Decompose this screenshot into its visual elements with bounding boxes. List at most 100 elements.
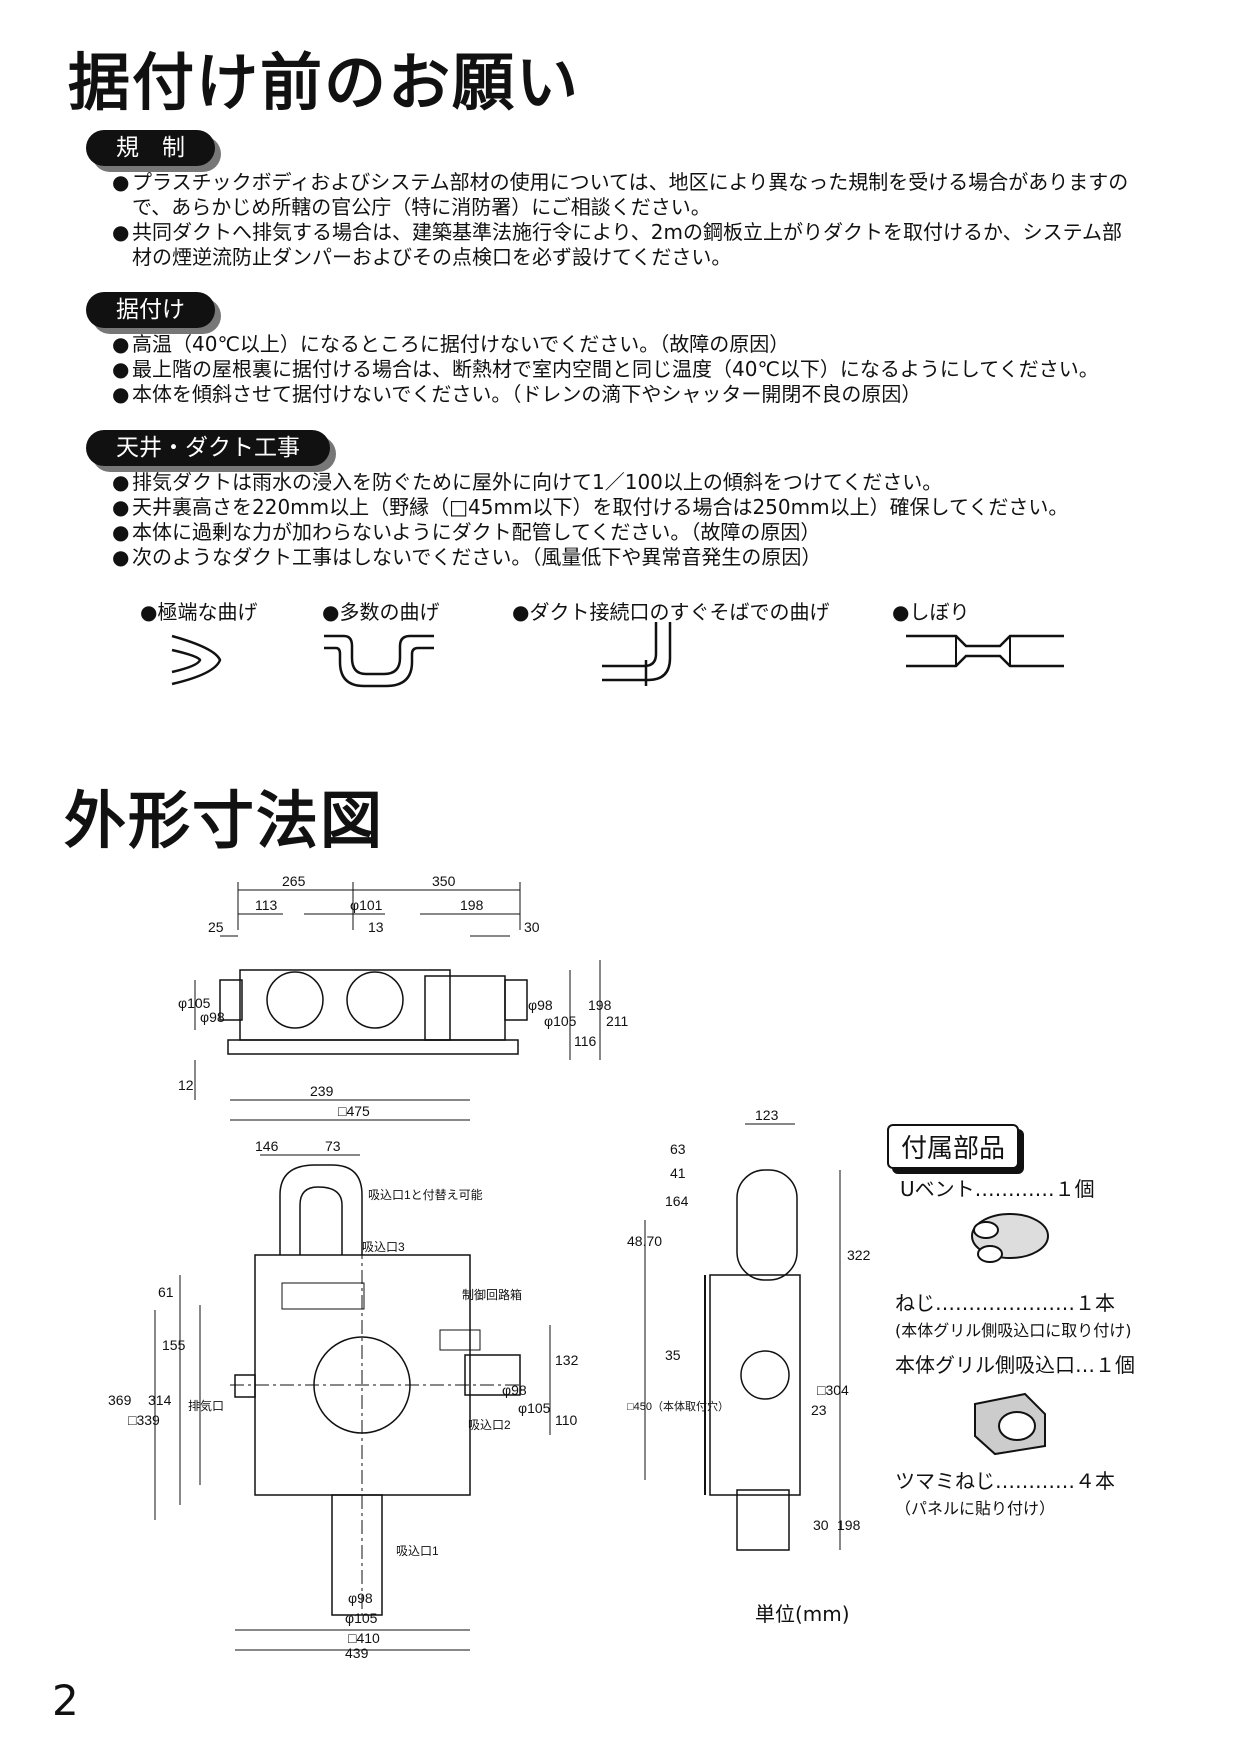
fig-label-sharp-bend: ●極端な曲げ — [140, 600, 258, 624]
dim-phi101: φ101 — [350, 897, 383, 913]
accessory-uvent: Uベント…………１個 — [900, 1176, 1180, 1202]
dim-13: 13 — [368, 919, 384, 935]
dim-phi98-left: φ98 — [200, 1009, 225, 1025]
narrowing-diagram — [906, 634, 1064, 668]
list-item: ●天井裏高さを220mm以上（野縁（□45mm以下）を取付ける場合は250mm以… — [112, 495, 1069, 519]
dim-phi98-right: φ98 — [528, 997, 553, 1013]
dim-12: 12 — [178, 1077, 194, 1093]
dim-198-bottom: 198 — [837, 1517, 861, 1533]
accessory-grille-inlet: 本体グリル側吸込口…１個 — [895, 1352, 1195, 1378]
label-install-text: 据付け — [86, 292, 215, 328]
list-item: ●次のようなダクト工事はしないでください。（風量低下や異常音発生の原因） — [112, 545, 822, 569]
top-view-drawing: 265 350 113 φ101 198 25 13 30 φ105 φ98 φ… — [178, 873, 629, 1121]
dim-132: 132 — [555, 1352, 579, 1368]
accessory-note: (本体グリル側吸込口に取り付け) — [895, 1321, 1132, 1340]
dim-phi105-plan: φ105 — [518, 1400, 551, 1416]
dim-369: 369 — [108, 1392, 132, 1408]
dim-239: 239 — [310, 1083, 334, 1099]
dim-164: 164 — [665, 1193, 689, 1209]
duct-list: ●排気ダクトは雨水の浸入を防ぐために屋外に向けて1／100以上の傾斜をつけてくだ… — [112, 470, 1212, 570]
list-item: ●排気ダクトは雨水の浸入を防ぐために屋外に向けて1／100以上の傾斜をつけてくだ… — [112, 470, 943, 494]
unit-label: 単位(mm) — [755, 1602, 850, 1626]
dim-116: 116 — [574, 1033, 597, 1049]
accessory-name: ねじ…………………１本 — [895, 1291, 1115, 1315]
label-inlet1: 吸込口1 — [396, 1544, 439, 1558]
uvent-image — [971, 1213, 1049, 1263]
dim-110: 110 — [555, 1412, 578, 1428]
accessories-title: 付属部品 — [887, 1124, 1020, 1169]
dim-322: 322 — [847, 1247, 871, 1263]
list-item-text: 材の煙逆流防止ダンパーおよびその点検口を必ず設けてください。 — [132, 245, 732, 269]
dim-155: 155 — [162, 1337, 186, 1353]
accessory-note: （パネルに貼り付け） — [895, 1499, 1056, 1518]
list-item: ●本体に過剰な力が加わらないようにダクト配管してください。（故障の原因） — [112, 520, 821, 544]
page-number: 2 — [52, 1676, 79, 1725]
list-item-text: 共同ダクトへ排気する場合は、建築基準法施行令により、2mの鋼板立上がりダクトを取… — [132, 220, 1123, 244]
bend-near-port-diagram — [602, 622, 672, 686]
dim-phi105-left: φ105 — [178, 995, 211, 1011]
dim-square410: □410 — [348, 1630, 380, 1646]
dim-phi105-right: φ105 — [544, 1013, 577, 1029]
dim-350: 350 — [432, 873, 456, 889]
dim-113: 113 — [255, 897, 278, 913]
section-title-precautions: 据付け前のお願い — [68, 46, 581, 119]
dim-30: 30 — [524, 919, 540, 935]
list-item: ●本体を傾斜させて据付けないでください。（ドレンの滴下やシャッター開閉不良の原因… — [112, 382, 922, 406]
dim-123: 123 — [755, 1107, 779, 1123]
accessory-name: 本体グリル側吸込口…１個 — [895, 1353, 1135, 1377]
label-duct: 天井・ダクト工事 — [86, 430, 336, 472]
dim-314: 314 — [148, 1392, 172, 1408]
install-list: ●高温（40℃以上）になるところに据付けないでください。（故障の原因） ●最上階… — [112, 332, 1212, 407]
label-regulation: 規 制 — [86, 130, 221, 172]
side-view-drawing: 123 63 41 164 48.70 322 35 □450（本体取付穴） □… — [627, 1107, 871, 1551]
list-item: ●プラスチックボディおよびシステム部材の使用については、地区により異なった規制を… — [112, 170, 1129, 194]
dim-phi98-bottom: φ98 — [348, 1590, 373, 1606]
dim-square304: □304 — [817, 1382, 849, 1398]
plan-view-drawing: 146 73 吸込口1と付替え可能 吸込口3 制御回路箱 61 155 369 … — [108, 1138, 579, 1661]
dim-211: 211 — [606, 1013, 629, 1029]
list-item: ●高温（40℃以上）になるところに据付けないでください。（故障の原因） — [112, 332, 790, 356]
fig-label-narrowing: ●しぼり — [892, 600, 970, 624]
dim-198-right: 198 — [588, 997, 612, 1013]
accessory-screw: ねじ…………………１本 (本体グリル側吸込口に取り付け) — [895, 1290, 1195, 1344]
dim-35: 35 — [665, 1347, 681, 1363]
list-item-text: プラスチックボディおよびシステム部材の使用については、地区により異なった規制を受… — [132, 170, 1129, 194]
dim-41: 41 — [670, 1165, 686, 1181]
label-install: 据付け — [86, 292, 221, 334]
dim-phi105-bottom: φ105 — [345, 1610, 378, 1626]
sharp-bend-diagram — [171, 634, 222, 686]
dim-265: 265 — [282, 873, 306, 889]
list-item-text: で、あらかじめ所轄の官公庁（特に消防署）にご相談ください。 — [132, 195, 711, 219]
label-regulation-text: 規 制 — [86, 130, 215, 166]
dim-23: 23 — [811, 1402, 827, 1418]
dim-61: 61 — [158, 1284, 174, 1300]
accessory-name: ツマミねじ…………４本 — [895, 1469, 1115, 1493]
dim-25: 25 — [208, 919, 224, 935]
dim-square339: □339 — [128, 1412, 160, 1428]
list-item: ●共同ダクトへ排気する場合は、建築基準法施行令により、2mの鋼板立上がりダクトを… — [112, 220, 1123, 244]
dim-30-bottom: 30 — [813, 1517, 829, 1533]
list-item: ●最上階の屋根裏に据付ける場合は、断熱材で室内空間と同じ温度（40℃以下）になる… — [112, 357, 1099, 381]
dim-198: 198 — [460, 897, 484, 913]
dim-63: 63 — [670, 1141, 686, 1157]
label-inlet3: 吸込口3 — [362, 1240, 405, 1254]
label-exhaust: 排気口 — [188, 1398, 224, 1413]
dim-square475: □475 — [338, 1103, 370, 1119]
grille-inlet-image — [974, 1392, 1046, 1456]
section-title-dimensions: 外形寸法図 — [64, 784, 385, 857]
accessory-knob-screw: ツマミねじ…………４本 （パネルに貼り付け） — [895, 1468, 1195, 1522]
many-bends-diagram — [324, 634, 434, 688]
dim-73: 73 — [325, 1138, 341, 1154]
dim-square450: □450（本体取付穴） — [627, 1399, 729, 1413]
regulation-list: ●プラスチックボディおよびシステム部材の使用については、地区により異なった規制を… — [112, 170, 1192, 270]
dim-146: 146 — [255, 1138, 279, 1154]
label-control-box: 制御回路箱 — [462, 1287, 522, 1302]
accessory-name: Uベント…………１個 — [900, 1177, 1095, 1201]
dim-48-70: 48.70 — [627, 1233, 662, 1249]
fig-label-bend-near-port: ●ダクト接続口のすぐそばでの曲げ — [512, 600, 830, 624]
fig-label-many-bends: ●多数の曲げ — [322, 600, 440, 624]
dim-phi98-plan: φ98 — [502, 1382, 527, 1398]
label-swap-inlet1: 吸込口1と付替え可能 — [368, 1188, 483, 1202]
dim-439: 439 — [345, 1645, 369, 1661]
label-duct-text: 天井・ダクト工事 — [86, 430, 330, 466]
